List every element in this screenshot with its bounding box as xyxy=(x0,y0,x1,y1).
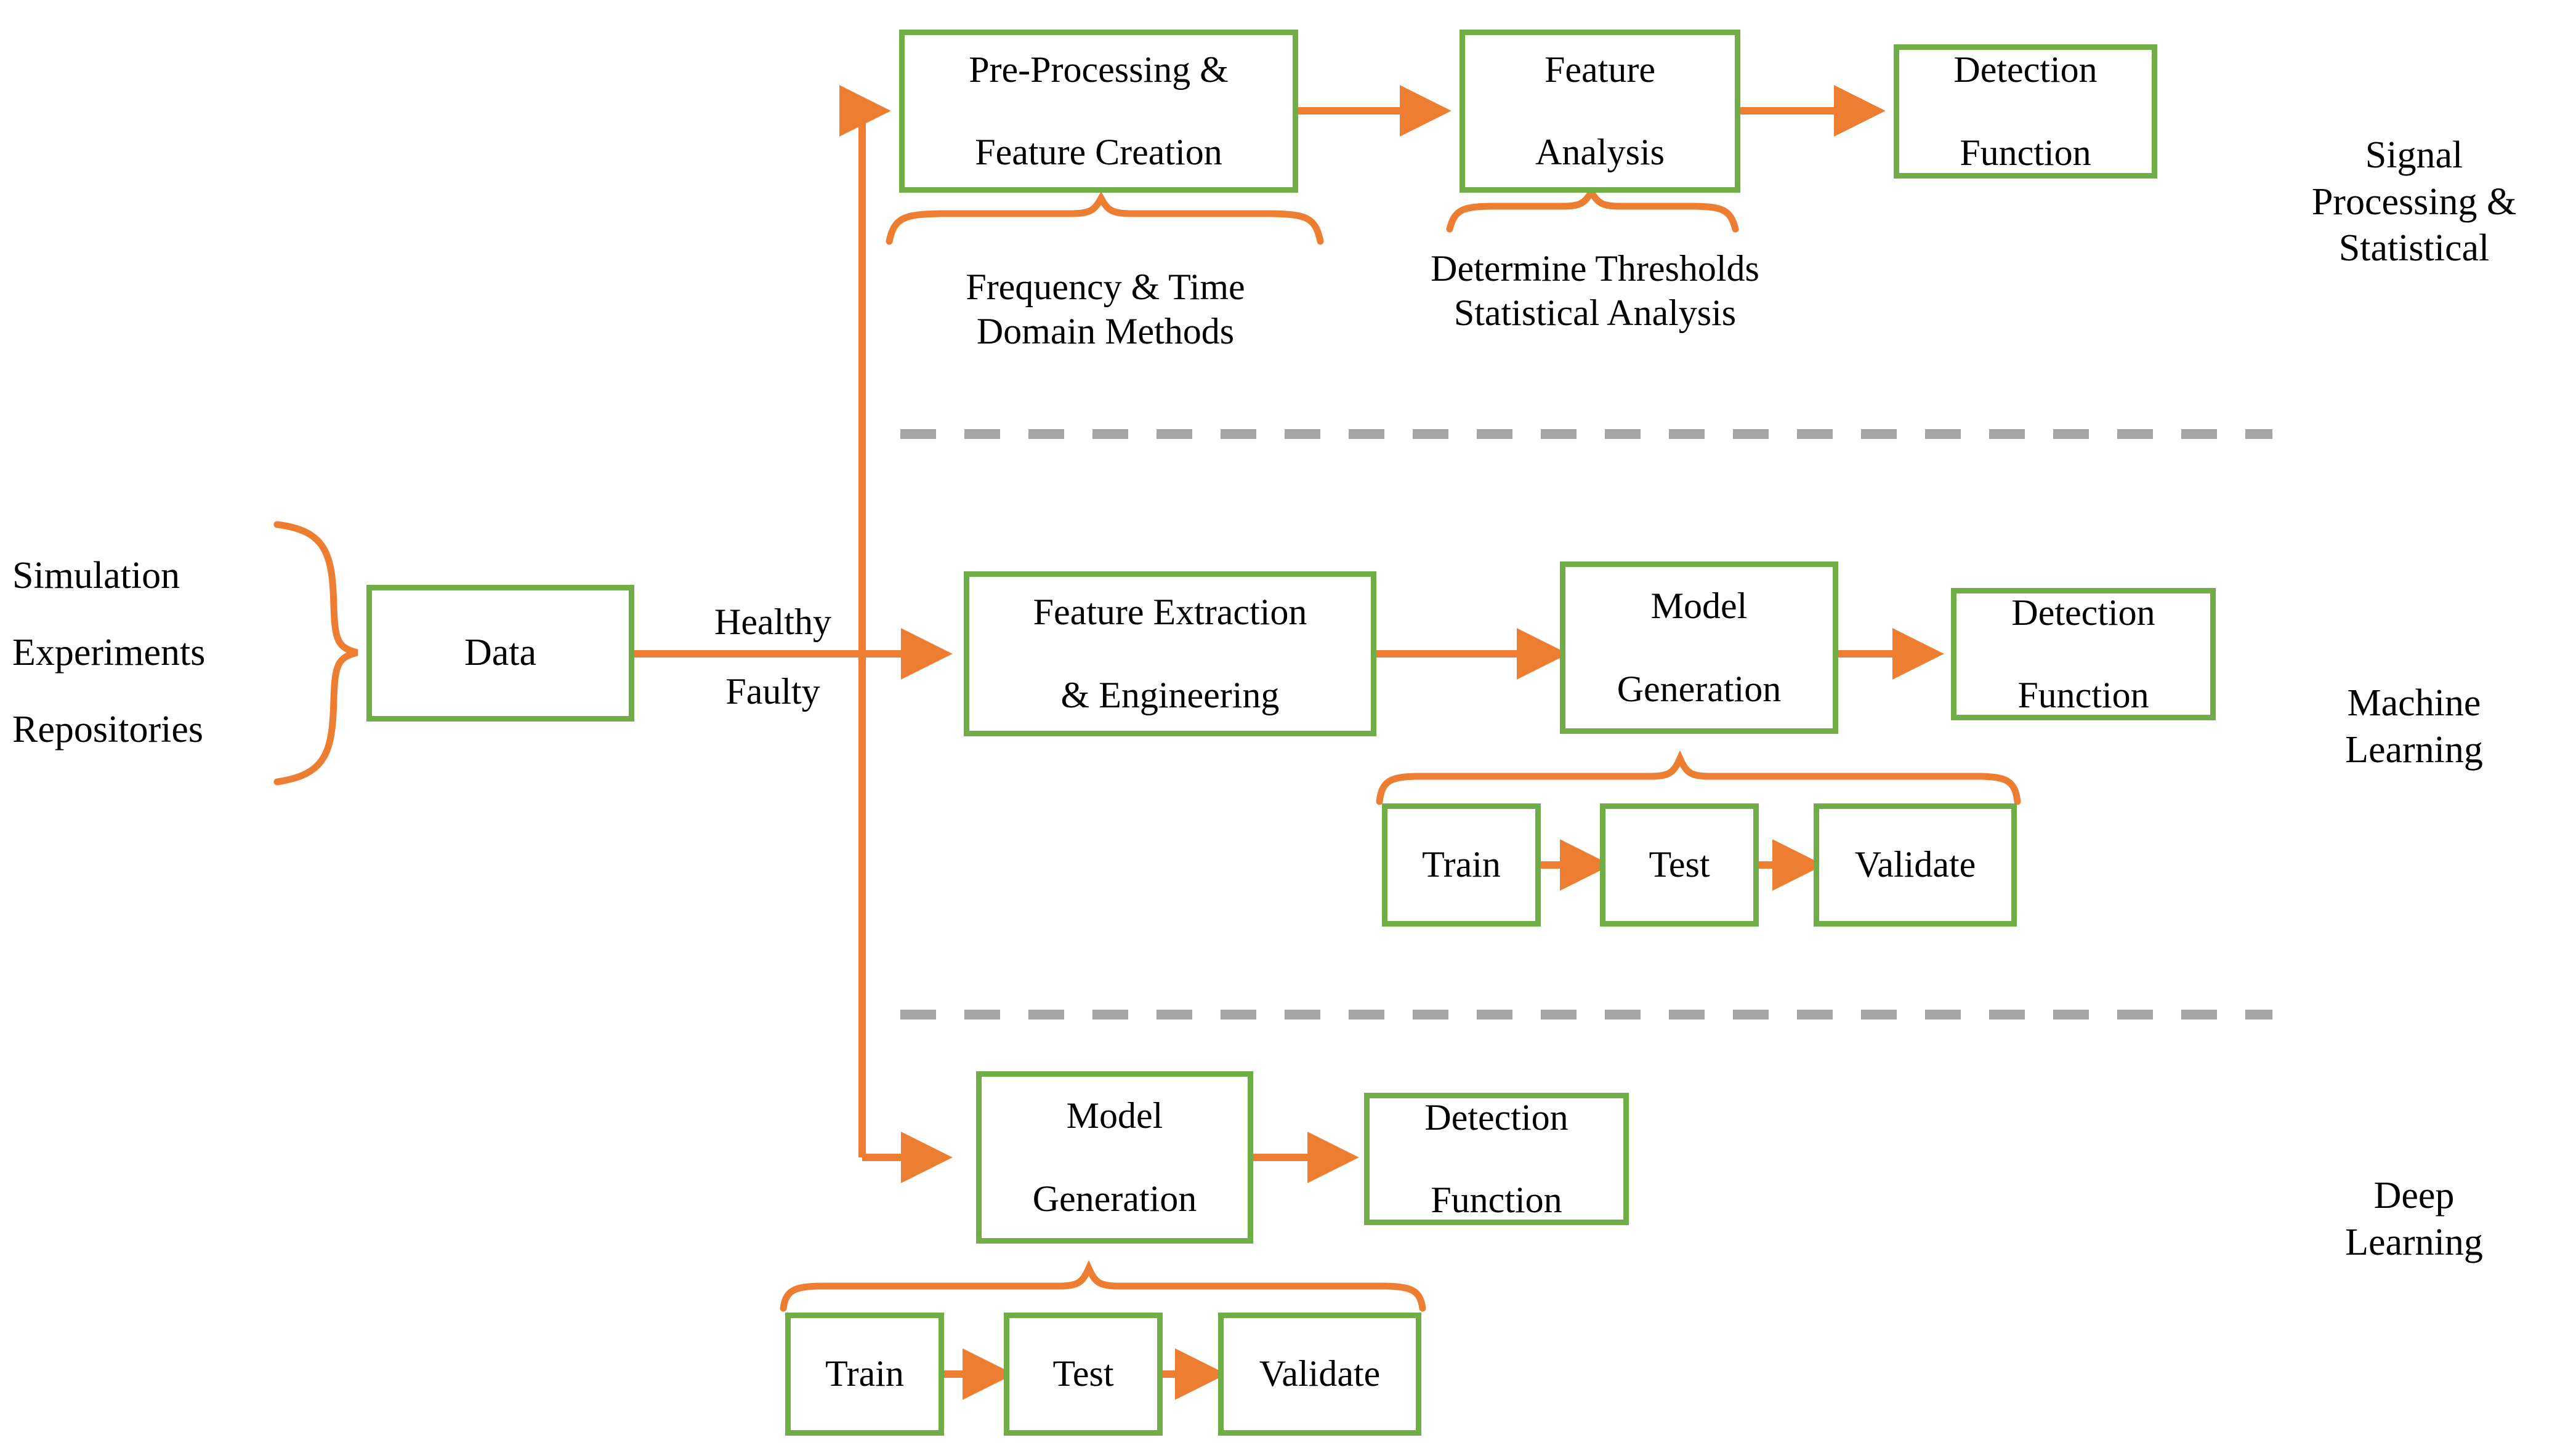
node-label-line1: Detection xyxy=(2011,592,2155,633)
node-label: Validate xyxy=(1259,1353,1381,1394)
split-label-line2: Faulty xyxy=(725,670,820,712)
node-label-line2: & Engineering xyxy=(1060,674,1280,715)
source-text: Simulation xyxy=(12,555,180,597)
node-label-line2: Function xyxy=(1960,132,2091,173)
node-label: Feature Analysis xyxy=(1535,49,1665,174)
caption-line2: Domain Methods xyxy=(976,311,1235,352)
node-pre-processing-feature-creation[interactable]: Pre-Processing & Feature Creation xyxy=(899,30,1298,193)
node-label: Train xyxy=(1422,844,1501,885)
node-label: Train xyxy=(825,1353,904,1394)
node-test-ml[interactable]: Test xyxy=(1600,803,1759,927)
node-label-line2: Generation xyxy=(1617,668,1782,709)
node-label-line2: Analysis xyxy=(1535,132,1665,173)
node-data[interactable]: Data xyxy=(366,585,634,722)
node-label-line1: Feature xyxy=(1544,49,1655,90)
sources-brace xyxy=(273,521,358,786)
source-text: Experiments xyxy=(12,632,206,674)
node-label: Detection Function xyxy=(1424,1097,1568,1221)
node-test-dl[interactable]: Test xyxy=(1004,1313,1163,1436)
node-label-line1: Feature Extraction xyxy=(1033,592,1307,633)
node-label-line2: Function xyxy=(1431,1180,1562,1221)
node-label: Test xyxy=(1649,844,1710,885)
source-label-experiments: Experiments xyxy=(12,631,205,675)
source-label-simulation: Simulation xyxy=(12,554,180,598)
brace-dl-subflow xyxy=(780,1260,1426,1312)
node-label: Detection Function xyxy=(2011,592,2155,717)
node-label: Data xyxy=(464,632,537,674)
node-detection-function-signal[interactable]: Detection Function xyxy=(1894,44,2157,179)
lane-title-line2: Processing & xyxy=(2311,180,2517,223)
node-label: Feature Extraction & Engineering xyxy=(1033,592,1307,716)
node-label: Test xyxy=(1052,1353,1114,1394)
lane-title-machine-learning: Machine Learning xyxy=(2272,680,2556,773)
caption-frequency-time-domain: Frequency & Time Domain Methods xyxy=(874,265,1336,353)
node-train-ml[interactable]: Train xyxy=(1382,803,1541,927)
lane-title-signal-processing: Signal Processing & Statistical xyxy=(2272,132,2556,272)
lane-title-line1: Signal xyxy=(2365,134,2463,176)
node-feature-extraction-engineering[interactable]: Feature Extraction & Engineering xyxy=(964,571,1376,736)
node-label-line2: Function xyxy=(2017,675,2149,716)
caption-determine-thresholds: Determine Thresholds Statistical Analysi… xyxy=(1367,246,1823,335)
node-label-line2: Feature Creation xyxy=(975,132,1222,173)
node-label-line1: Detection xyxy=(1953,49,2098,90)
node-validate-dl[interactable]: Validate xyxy=(1218,1313,1421,1436)
split-label-healthy-faulty: Healthy Faulty xyxy=(684,600,862,714)
node-label-line2: Generation xyxy=(1032,1178,1197,1219)
node-label: Model Generation xyxy=(1617,585,1782,710)
node-label-line1: Model xyxy=(1650,585,1748,627)
node-detection-function-dl[interactable]: Detection Function xyxy=(1364,1093,1629,1225)
brace-thresholds xyxy=(1446,185,1739,233)
node-label: Validate xyxy=(1854,844,1976,885)
caption-line1: Determine Thresholds xyxy=(1431,248,1759,289)
node-label-line1: Pre-Processing & xyxy=(969,49,1229,90)
node-train-dl[interactable]: Train xyxy=(785,1313,944,1436)
lane-title-line1: Deep xyxy=(2373,1175,2455,1217)
node-model-generation-ml[interactable]: Model Generation xyxy=(1560,561,1838,734)
node-label: Pre-Processing & Feature Creation xyxy=(969,49,1229,174)
node-label: Model Generation xyxy=(1033,1095,1197,1220)
caption-line1: Frequency & Time xyxy=(966,267,1245,307)
brace-ml-subflow xyxy=(1376,750,2021,805)
node-feature-analysis[interactable]: Feature Analysis xyxy=(1460,30,1740,193)
lane-title-line2: Learning xyxy=(2345,1221,2483,1263)
lane-title-deep-learning: Deep Learning xyxy=(2272,1173,2556,1266)
node-validate-ml[interactable]: Validate xyxy=(1814,803,2017,927)
split-label-line1: Healthy xyxy=(714,601,831,642)
caption-line2: Statistical Analysis xyxy=(1453,292,1737,333)
brace-frequency-time xyxy=(886,191,1324,245)
node-model-generation-dl[interactable]: Model Generation xyxy=(976,1071,1253,1244)
lane-title-line2: Learning xyxy=(2345,728,2483,771)
node-detection-function-ml[interactable]: Detection Function xyxy=(1951,588,2216,720)
node-label: Detection Function xyxy=(1953,49,2097,174)
node-label-line1: Detection xyxy=(1424,1096,1569,1138)
lane-title-line3: Statistical xyxy=(2338,227,2490,270)
source-label-repositories: Repositories xyxy=(12,708,203,752)
lane-title-line1: Machine xyxy=(2347,682,2481,724)
source-text: Repositories xyxy=(12,709,203,750)
node-label-line1: Model xyxy=(1066,1095,1163,1136)
